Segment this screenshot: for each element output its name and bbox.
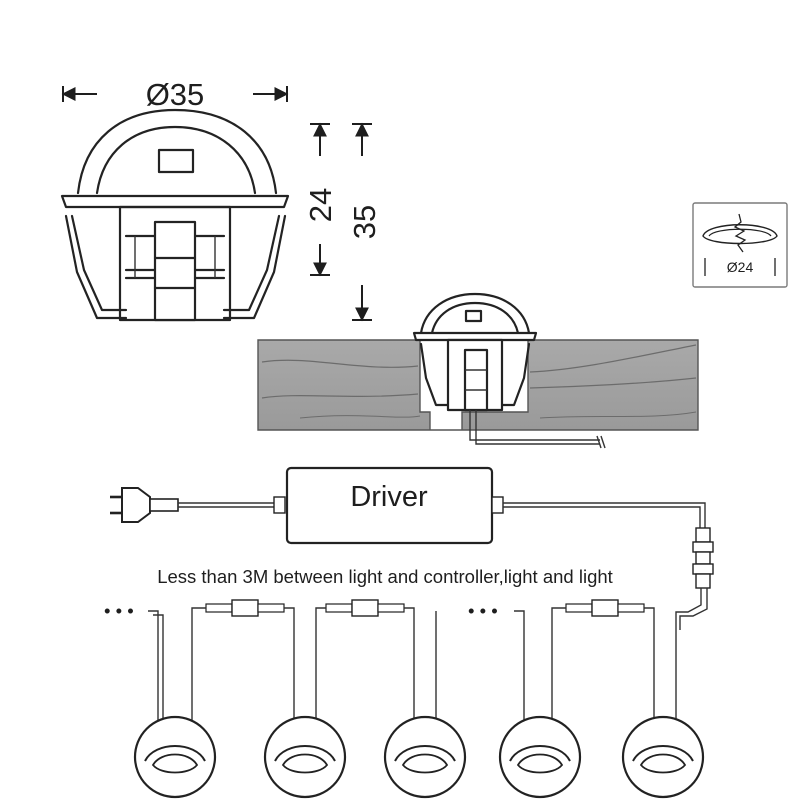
wood-installation-view — [257, 292, 699, 449]
power-plug-icon — [110, 487, 179, 523]
light-3 — [383, 715, 467, 799]
light-1 — [133, 715, 217, 799]
connector-3 — [565, 599, 645, 617]
driver-output-connector — [692, 527, 714, 589]
light-5 — [621, 715, 705, 799]
connector-2 — [325, 599, 405, 617]
top-diameter-label: Ø35 — [146, 77, 205, 112]
body-height-label: 24 — [303, 188, 338, 222]
continuation-dots-left: • • • — [104, 600, 134, 621]
dimension-top-diameter: Ø35 — [61, 77, 289, 112]
hole-detail-inset: Ø24 — [692, 202, 788, 288]
light-front-view — [60, 108, 290, 322]
connector-1 — [205, 599, 285, 617]
driver-label: Driver — [350, 481, 428, 513]
hole-diameter-label: Ø24 — [727, 259, 754, 275]
total-height-label: 35 — [347, 205, 382, 239]
continuation-dots-middle: • • • — [468, 600, 498, 621]
dimension-body-height: 24 — [303, 122, 338, 277]
distance-note: Less than 3M between light and controlle… — [157, 566, 613, 587]
light-4 — [498, 715, 582, 799]
wiring-diagram: Driver Less than 3M between light and co… — [104, 466, 714, 799]
driver-box: Driver — [285, 466, 494, 545]
light-2 — [263, 715, 347, 799]
dimension-total-height: 35 — [347, 122, 382, 322]
